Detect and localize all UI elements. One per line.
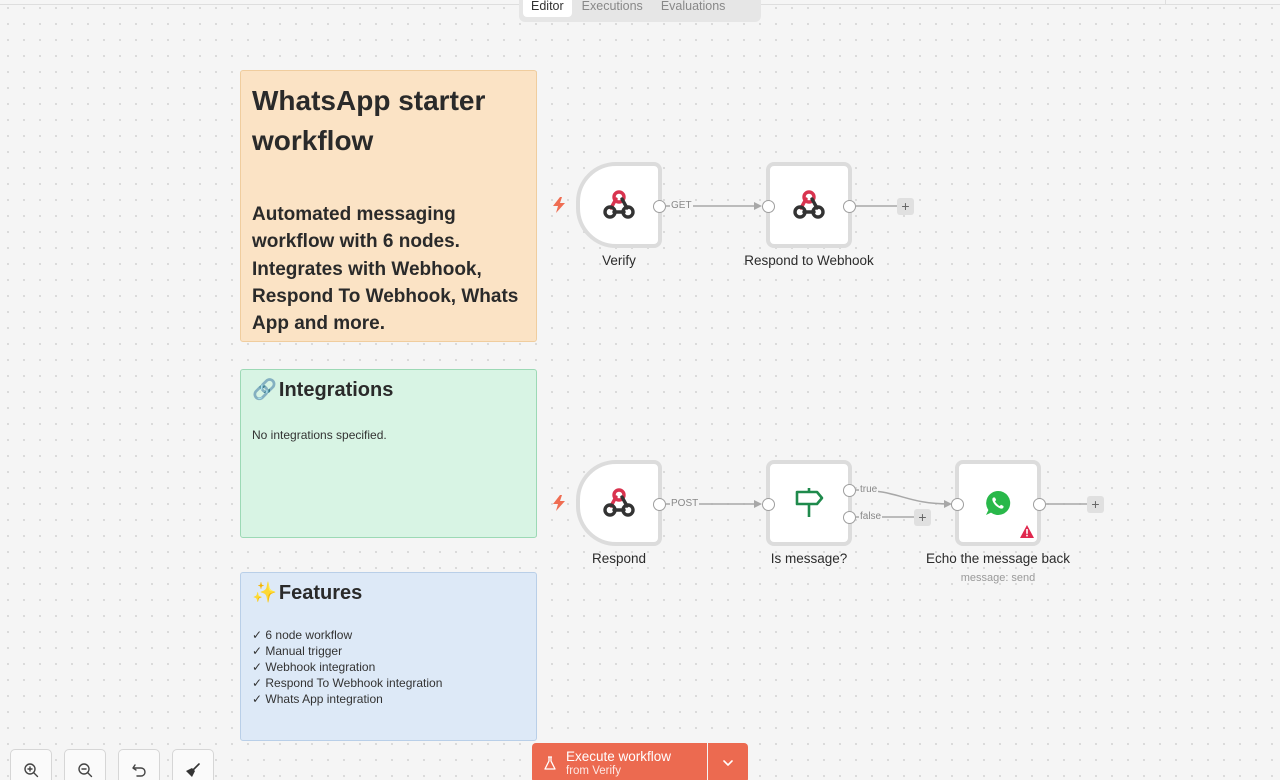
output-port-false[interactable] [843, 511, 856, 524]
node-subtitle-echo-message: message: send [960, 572, 1036, 584]
signpost-icon [795, 488, 824, 517]
edge-label-post: POST [670, 498, 700, 509]
output-port[interactable] [843, 200, 856, 213]
arrowhead [944, 500, 952, 508]
undo-button[interactable] [118, 749, 160, 780]
sticky-note-features[interactable]: ✨ Features 6 node workflow Manual trigge… [240, 572, 537, 741]
node-label-is-message: Is message? [770, 551, 848, 566]
input-port[interactable] [762, 200, 775, 213]
node-respond[interactable] [576, 460, 662, 546]
tidy-up-button[interactable] [172, 749, 214, 780]
sparkles-icon: ✨ [252, 582, 277, 604]
integrations-title: Integrations [278, 379, 394, 401]
execute-options-button[interactable] [708, 743, 748, 780]
edge-label-get: GET [670, 200, 693, 211]
add-node-button[interactable]: + [1087, 496, 1104, 513]
node-respond-to-webhook[interactable] [766, 162, 852, 248]
webhook-icon [793, 190, 825, 219]
tab-editor[interactable]: Editor [523, 0, 572, 17]
sticky-note-overview[interactable]: WhatsApp starter workflow Automated mess… [240, 70, 537, 342]
add-node-button[interactable]: + [914, 509, 931, 526]
whatsapp-icon [986, 490, 1011, 515]
output-port[interactable] [1033, 498, 1046, 511]
node-echo-message[interactable] [955, 460, 1041, 546]
node-label-respond: Respond [591, 551, 647, 566]
features-title: Features [278, 582, 363, 604]
arrowhead [754, 202, 762, 210]
zoom-out-icon [78, 763, 93, 778]
zoom-out-button[interactable] [64, 749, 106, 780]
broom-icon [186, 763, 200, 777]
node-label-respond-to-webhook: Respond to Webhook [744, 253, 874, 268]
view-tabs: Editor Executions Evaluations [519, 0, 761, 22]
feature-item: Whats App integration [252, 691, 525, 707]
arrowhead [754, 500, 762, 508]
output-port-true[interactable] [843, 484, 856, 497]
node-label-echo-message: Echo the message back [925, 551, 1071, 566]
feature-item: Webhook integration [252, 659, 525, 675]
tab-executions[interactable]: Executions [581, 0, 643, 13]
webhook-icon [603, 190, 635, 219]
header-divider-tick [1165, 0, 1166, 4]
execute-text: Execute workflow from Verify [566, 749, 671, 778]
trigger-bolt-icon [552, 197, 566, 216]
zoom-in-button[interactable] [10, 749, 52, 780]
integrations-heading: 🔗 Integrations [252, 380, 525, 400]
node-label-verify: Verify [602, 253, 636, 268]
tab-evaluations[interactable]: Evaluations [660, 0, 726, 13]
sticky-note-integrations[interactable]: 🔗 Integrations No integrations specified… [240, 369, 537, 538]
node-verify[interactable] [576, 162, 662, 248]
sticky-description: Automated messaging workflow with 6 node… [252, 204, 519, 335]
node-is-message[interactable] [766, 460, 852, 546]
input-port[interactable] [762, 498, 775, 511]
output-port[interactable] [653, 498, 666, 511]
zoom-in-icon [24, 763, 39, 778]
features-list: 6 node workflow Manual trigger Webhook i… [252, 627, 525, 707]
execute-label: Execute workflow [566, 748, 672, 764]
execute-sub-label: from Verify [566, 764, 621, 777]
features-heading: ✨ Features [252, 583, 525, 603]
execute-workflow-button[interactable]: Execute workflow from Verify [532, 743, 707, 780]
webhook-icon [603, 488, 635, 517]
input-port[interactable] [951, 498, 964, 511]
trigger-bolt-icon [552, 495, 566, 514]
feature-item: 6 node workflow [252, 627, 525, 643]
feature-item: Respond To Webhook integration [252, 675, 525, 691]
integrations-text: No integrations specified. [252, 428, 387, 442]
edge-label-false: false [859, 511, 883, 522]
output-port[interactable] [653, 200, 666, 213]
sticky-title: WhatsApp starter workflow [252, 85, 486, 156]
link-icon: 🔗 [252, 379, 277, 401]
undo-icon [132, 764, 146, 777]
warning-icon [1020, 525, 1034, 538]
flask-icon [544, 756, 556, 770]
feature-item: Manual trigger [252, 643, 525, 659]
edge-label-true: true [859, 484, 879, 495]
add-node-button[interactable]: + [897, 198, 914, 215]
chevron-down-icon [723, 760, 733, 766]
